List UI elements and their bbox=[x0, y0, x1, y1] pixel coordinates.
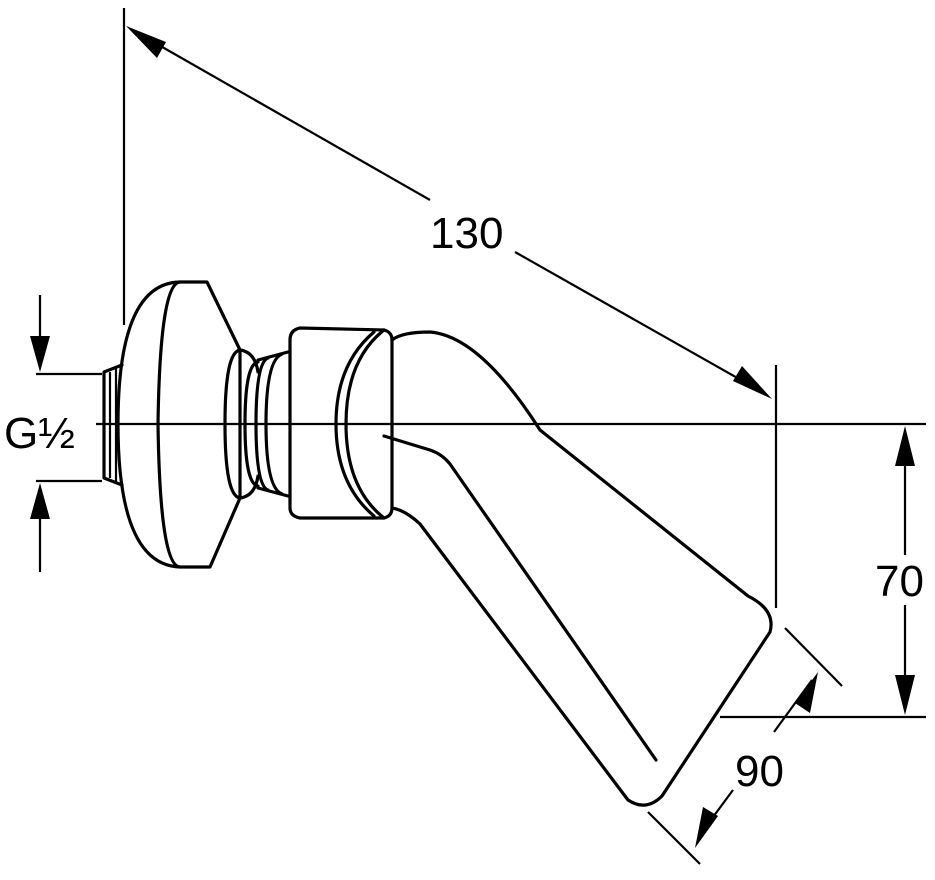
dimension-label-90: 90 bbox=[735, 747, 784, 796]
coupling-nut-front-2 bbox=[334, 330, 376, 518]
dimension-130: 130 bbox=[122, 8, 778, 608]
dimension-70: 70 bbox=[720, 426, 926, 719]
ball-joint-rib-1 bbox=[243, 360, 260, 488]
dimension-line-130-a bbox=[149, 39, 431, 201]
ball-joint-top bbox=[256, 350, 290, 362]
dimension-label-130: 130 bbox=[430, 209, 503, 258]
wall-flange-inner-rim bbox=[156, 280, 182, 569]
neck-collar-back bbox=[238, 348, 260, 500]
neck-collar bbox=[223, 348, 242, 500]
ball-joint-rib-2 bbox=[254, 356, 270, 492]
thread-label: G½ bbox=[4, 409, 75, 458]
arrowhead-130-left bbox=[126, 26, 166, 58]
arrowhead-130-right bbox=[733, 366, 772, 399]
coupling-nut-front bbox=[344, 328, 386, 520]
thread-connector bbox=[102, 363, 124, 487]
ball-joint-rib-3 bbox=[264, 352, 284, 496]
arrowhead-90-upper bbox=[795, 672, 818, 713]
ball-joint-bottom bbox=[256, 486, 290, 498]
arm-body bbox=[390, 330, 773, 807]
arrowhead-90-lower bbox=[695, 807, 718, 848]
dimension-thread: G½ bbox=[4, 295, 102, 572]
dimension-label-70: 70 bbox=[875, 557, 924, 606]
extension-line-90-upper bbox=[784, 627, 843, 687]
shower-arm-outline bbox=[102, 280, 773, 807]
dimension-90: 90 bbox=[647, 627, 843, 865]
arrowhead-70-top bbox=[895, 426, 915, 466]
dimension-line-130-b bbox=[514, 251, 749, 385]
arrowhead-70-bottom bbox=[895, 675, 915, 715]
thread-arrowhead-upper bbox=[30, 336, 50, 372]
arm-inner-contour bbox=[382, 434, 658, 762]
thread-arrowhead-lower bbox=[30, 483, 50, 519]
extension-line-90-lower bbox=[647, 811, 701, 865]
